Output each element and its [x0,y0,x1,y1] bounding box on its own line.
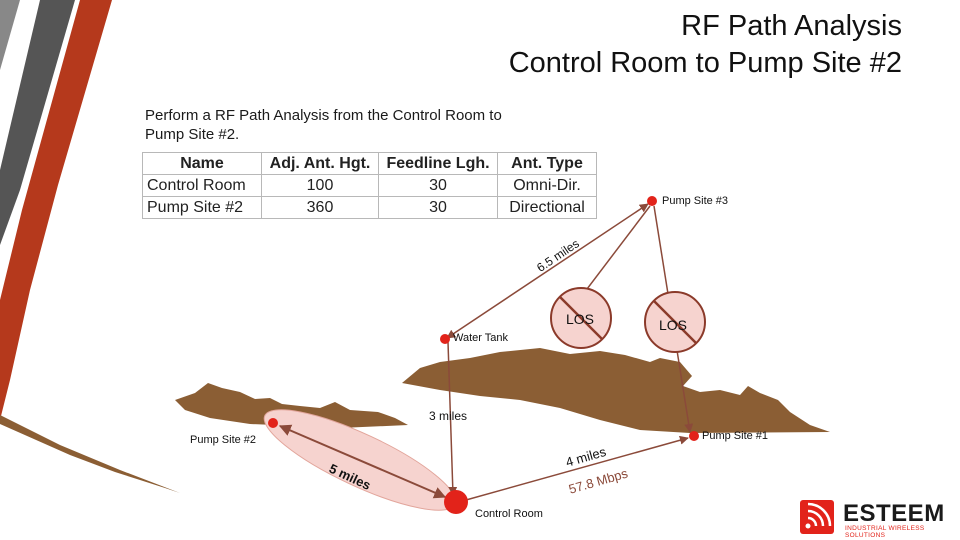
site-marker-pump2 [268,418,278,428]
esteem-logo-text: ESTEEM [843,500,945,527]
table-cell: Control Room [142,174,262,197]
table-cell: Pump Site #2 [142,196,262,219]
column-header: Feedline Lgh. [378,152,498,175]
wireless-signal-icon [800,500,834,534]
site-marker-pump1 [689,431,699,441]
site-marker-pump3 [647,196,657,206]
title-line-2: Control Room to Pump Site #2 [508,47,902,79]
label-pump-site-1: Pump Site #1 [702,430,769,442]
decor-band-light [0,0,20,70]
table-cell: 100 [261,174,379,197]
label-control-room: Control Room [475,508,543,520]
label-distance-3-miles: 3 miles [429,409,468,423]
site-marker-control-room [444,490,468,514]
antenna-spec-table: Name Adj. Ant. Hgt. Feedline Lgh. Ant. T… [142,152,597,219]
intro-line-2: Pump Site #2. [145,126,240,143]
table-header-row: Name Adj. Ant. Hgt. Feedline Lgh. Ant. T… [142,152,597,175]
title-line-1: RF Path Analysis [681,10,902,42]
los-blocked-icon [644,291,706,353]
slide-title: RF Path Analysis Control Room to Pump Si… [509,8,902,82]
table-cell: Omni-Dir. [497,174,597,197]
intro-text: Perform a RF Path Analysis from the Cont… [145,106,575,144]
label-pump-site-2: Pump Site #2 [190,434,257,446]
los-blocked-icon [550,287,612,349]
table-cell: 360 [261,196,379,219]
label-water-tank: Water Tank [453,332,509,344]
link-control-pump1 [465,435,689,501]
decor-band-red [0,0,112,420]
link-water-tank-control [447,341,458,496]
label-los: LOS [659,317,688,333]
terrain-hill-left [175,383,408,428]
decor-band-gray [0,0,75,245]
terrain-slope-left [0,415,180,493]
link-control-pump2 [278,424,447,499]
intro-line-1: Perform a RF Path Analysis from the Cont… [145,107,502,124]
column-header: Ant. Type [497,152,597,175]
esteem-logo-tagline: INDUSTRIAL WIRELESS SOLUTIONS [845,525,925,539]
label-pump-site-3: Pump Site #3 [662,195,729,207]
label-los: LOS [566,311,595,327]
terrain-hill-middle [402,348,830,433]
link-pump3-water-tank [446,203,649,339]
site-marker-water-tank [440,334,450,344]
